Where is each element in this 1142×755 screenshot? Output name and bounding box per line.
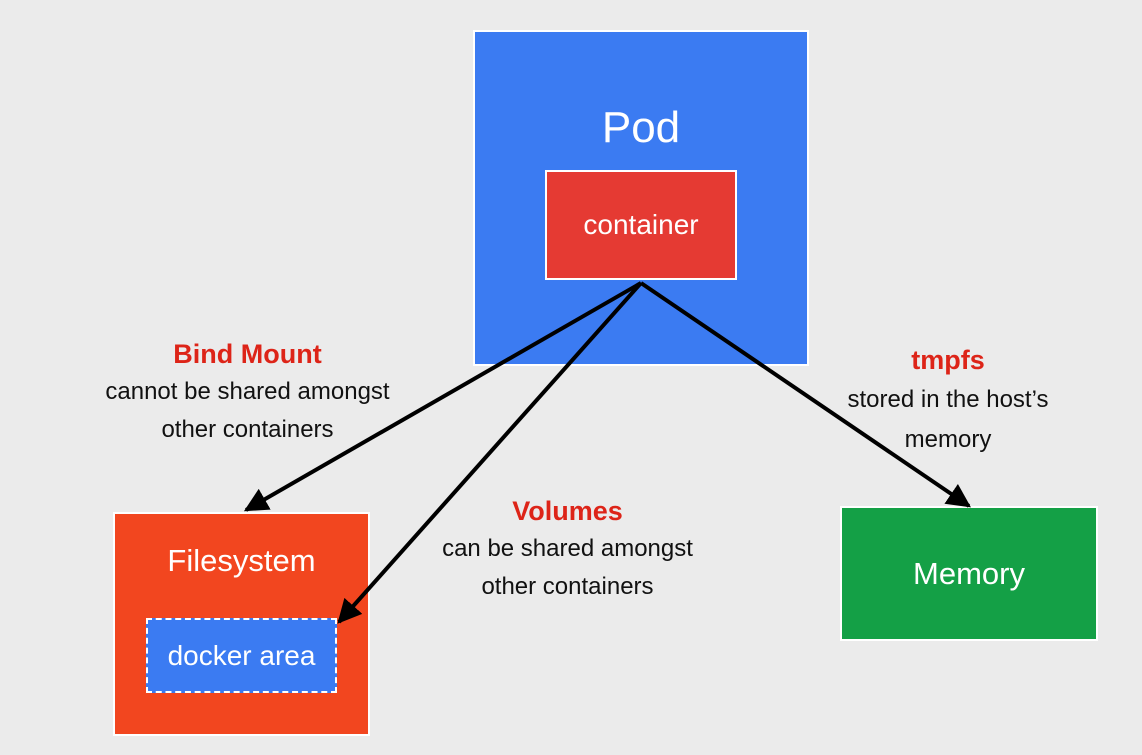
bind-mount-line-2: other containers xyxy=(161,416,334,443)
bind-mount-arrow xyxy=(243,281,642,512)
filesystem-title: Filesystem xyxy=(167,543,316,578)
tmpfs-annotation: tmpfs stored in the host’s memory xyxy=(810,340,1086,460)
volumes-annotation: Volumes can be shared amongst other cont… xyxy=(390,492,745,606)
tmpfs-title: tmpfs xyxy=(911,345,985,375)
bind-mount-title: Bind Mount xyxy=(173,339,322,369)
container-label: container xyxy=(583,209,699,240)
bind-mount-annotation: Bind Mount cannot be shared amongst othe… xyxy=(60,335,435,449)
docker-area-label: docker area xyxy=(167,639,316,671)
memory-label: Memory xyxy=(913,555,1025,591)
tmpfs-line-2: memory xyxy=(904,426,992,453)
container-box: container xyxy=(545,170,737,280)
tmpfs-line-1: stored in the host’s xyxy=(847,386,1049,413)
volumes-title: Volumes xyxy=(512,496,623,526)
pod-title: Pod xyxy=(601,103,681,152)
bind-mount-line-1: cannot be shared amongst xyxy=(105,378,390,405)
volumes-line-2: other containers xyxy=(481,573,654,600)
volumes-line-1: can be shared amongst xyxy=(442,535,693,562)
docker-area-box: docker area xyxy=(146,618,337,693)
tmpfs-arrow xyxy=(639,281,971,508)
volumes-arrow xyxy=(337,281,643,624)
